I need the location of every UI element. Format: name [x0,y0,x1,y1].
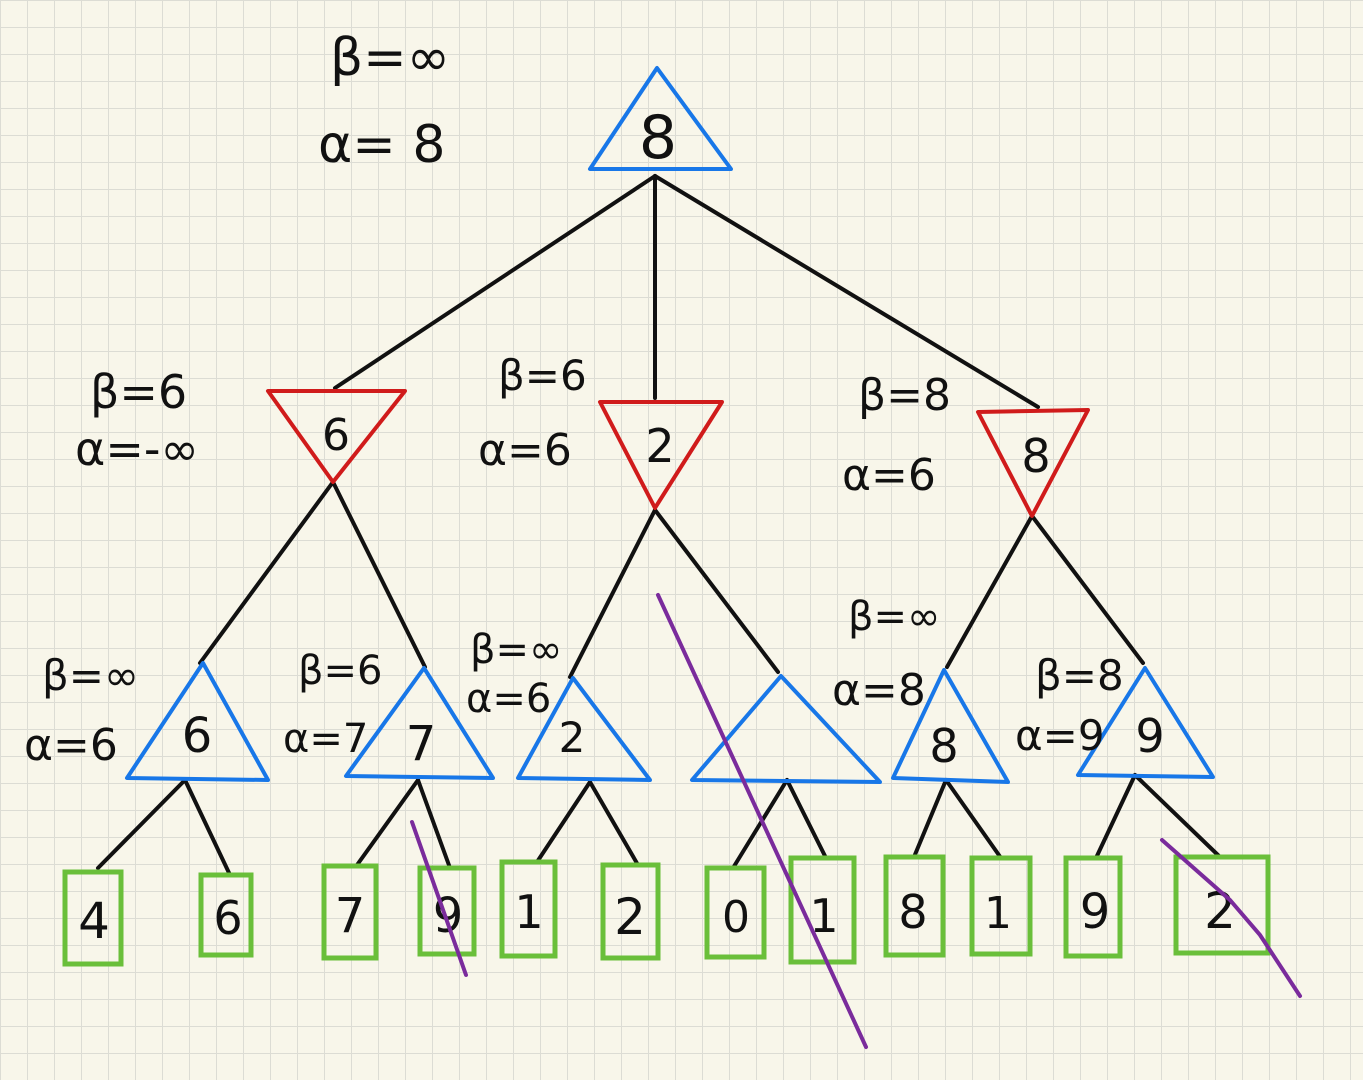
edge-max2-leaf4 [416,778,452,870]
max-node-6-value: 9 [1135,709,1164,763]
max-node-3-value: 2 [559,713,586,762]
root-value: 8 [639,103,677,173]
max-node-3-beta: β=∞ [470,627,562,673]
min-node-1-beta: β=6 [90,365,187,419]
edge-min2-max4 [653,508,780,674]
edge-max3-leaf5 [535,780,592,864]
min-node-3-beta: β=8 [858,370,951,421]
min-node-1-alpha: α=-∞ [75,422,199,476]
edge-max1-leaf2 [183,778,232,877]
edge-min3-max5 [945,514,1034,669]
leaf-box-9 [883,854,946,958]
max-node-1-value: 6 [182,708,213,764]
max-node-5 [891,668,1010,784]
min-node-1 [266,389,407,484]
edge-max3-leaf6 [588,780,640,867]
root-beta: β=∞ [330,28,450,88]
edge-min1-max2 [331,480,427,669]
edge-min1-max1 [198,480,335,665]
edge-max6-leaf12 [1133,773,1222,859]
leaf-value-6: 2 [614,888,646,946]
edge-min2-max3 [568,508,657,679]
max-node-6-alpha: α=9 [1015,711,1105,760]
leaf-box-12 [1173,854,1271,956]
max-node-3 [516,676,652,782]
leaf-value-9: 8 [898,885,927,939]
prune-line-leaf-4 [410,820,468,977]
leaf-value-3: 7 [335,888,366,944]
edge-max5-leaf9 [912,778,948,859]
max-node-6-beta: β=8 [1035,651,1124,700]
edge-max2-leaf3 [355,778,420,867]
max-node-2 [344,666,495,780]
max-node-2-value: 7 [406,716,437,772]
max-node-1 [125,661,270,782]
root-alpha: α= 8 [318,115,445,175]
leaf-box-3 [321,863,379,961]
min-node-3-value: 8 [1021,429,1050,483]
leaf-box-8 [788,855,857,965]
leaf-box-1 [62,869,124,967]
max-node-5-value: 8 [929,719,958,773]
min-node-3-alpha: α=6 [842,450,936,501]
max-node-3-alpha: α=6 [466,676,551,722]
max-node-2-alpha: α=7 [283,716,368,762]
edge-root-min3 [653,174,1040,409]
leaf-box-7 [704,865,767,960]
leaf-value-7: 0 [722,892,750,943]
leaf-box-10 [969,855,1033,957]
edge-max6-leaf11 [1094,773,1137,860]
min-node-2-beta: β=6 [498,351,587,400]
max-node-1-alpha: α=6 [24,720,118,771]
prune-line-leaf-12 [1160,838,1302,998]
leaf-value-5: 1 [514,885,543,939]
edge-min3-max6 [1030,514,1145,665]
leaf-value-10: 1 [984,888,1012,939]
leaf-box-6 [600,862,661,961]
max-node-4 [690,674,882,784]
leaf-box-5 [499,859,558,959]
max-node-5-beta: β=∞ [848,594,940,640]
root-max-node [588,66,733,171]
min-node-3 [976,408,1090,518]
leaf-value-1: 4 [78,892,110,950]
edge-max1-leaf1 [96,778,187,870]
max-node-6 [1076,666,1215,779]
prune-line-right-subtree [656,593,868,1049]
edge-root-min1 [333,174,657,390]
edge-max4-leaf8 [785,778,828,860]
max-node-5-alpha: α=8 [832,665,926,716]
leaf-value-2: 6 [213,891,242,945]
min-node-2 [598,400,724,510]
edge-max4-leaf7 [731,778,789,870]
min-node-2-value: 2 [645,419,674,473]
max-node-1-beta: β=∞ [42,651,139,700]
leaf-box-11 [1063,855,1123,959]
min-node-2-alpha: α=6 [478,425,572,476]
leaf-value-11: 9 [1080,884,1111,940]
leaf-box-4 [417,865,477,957]
edge-max5-leaf10 [944,778,1003,860]
max-node-2-beta: β=6 [298,648,383,694]
min-node-1-value: 6 [322,410,350,461]
leaf-box-2 [198,872,254,958]
